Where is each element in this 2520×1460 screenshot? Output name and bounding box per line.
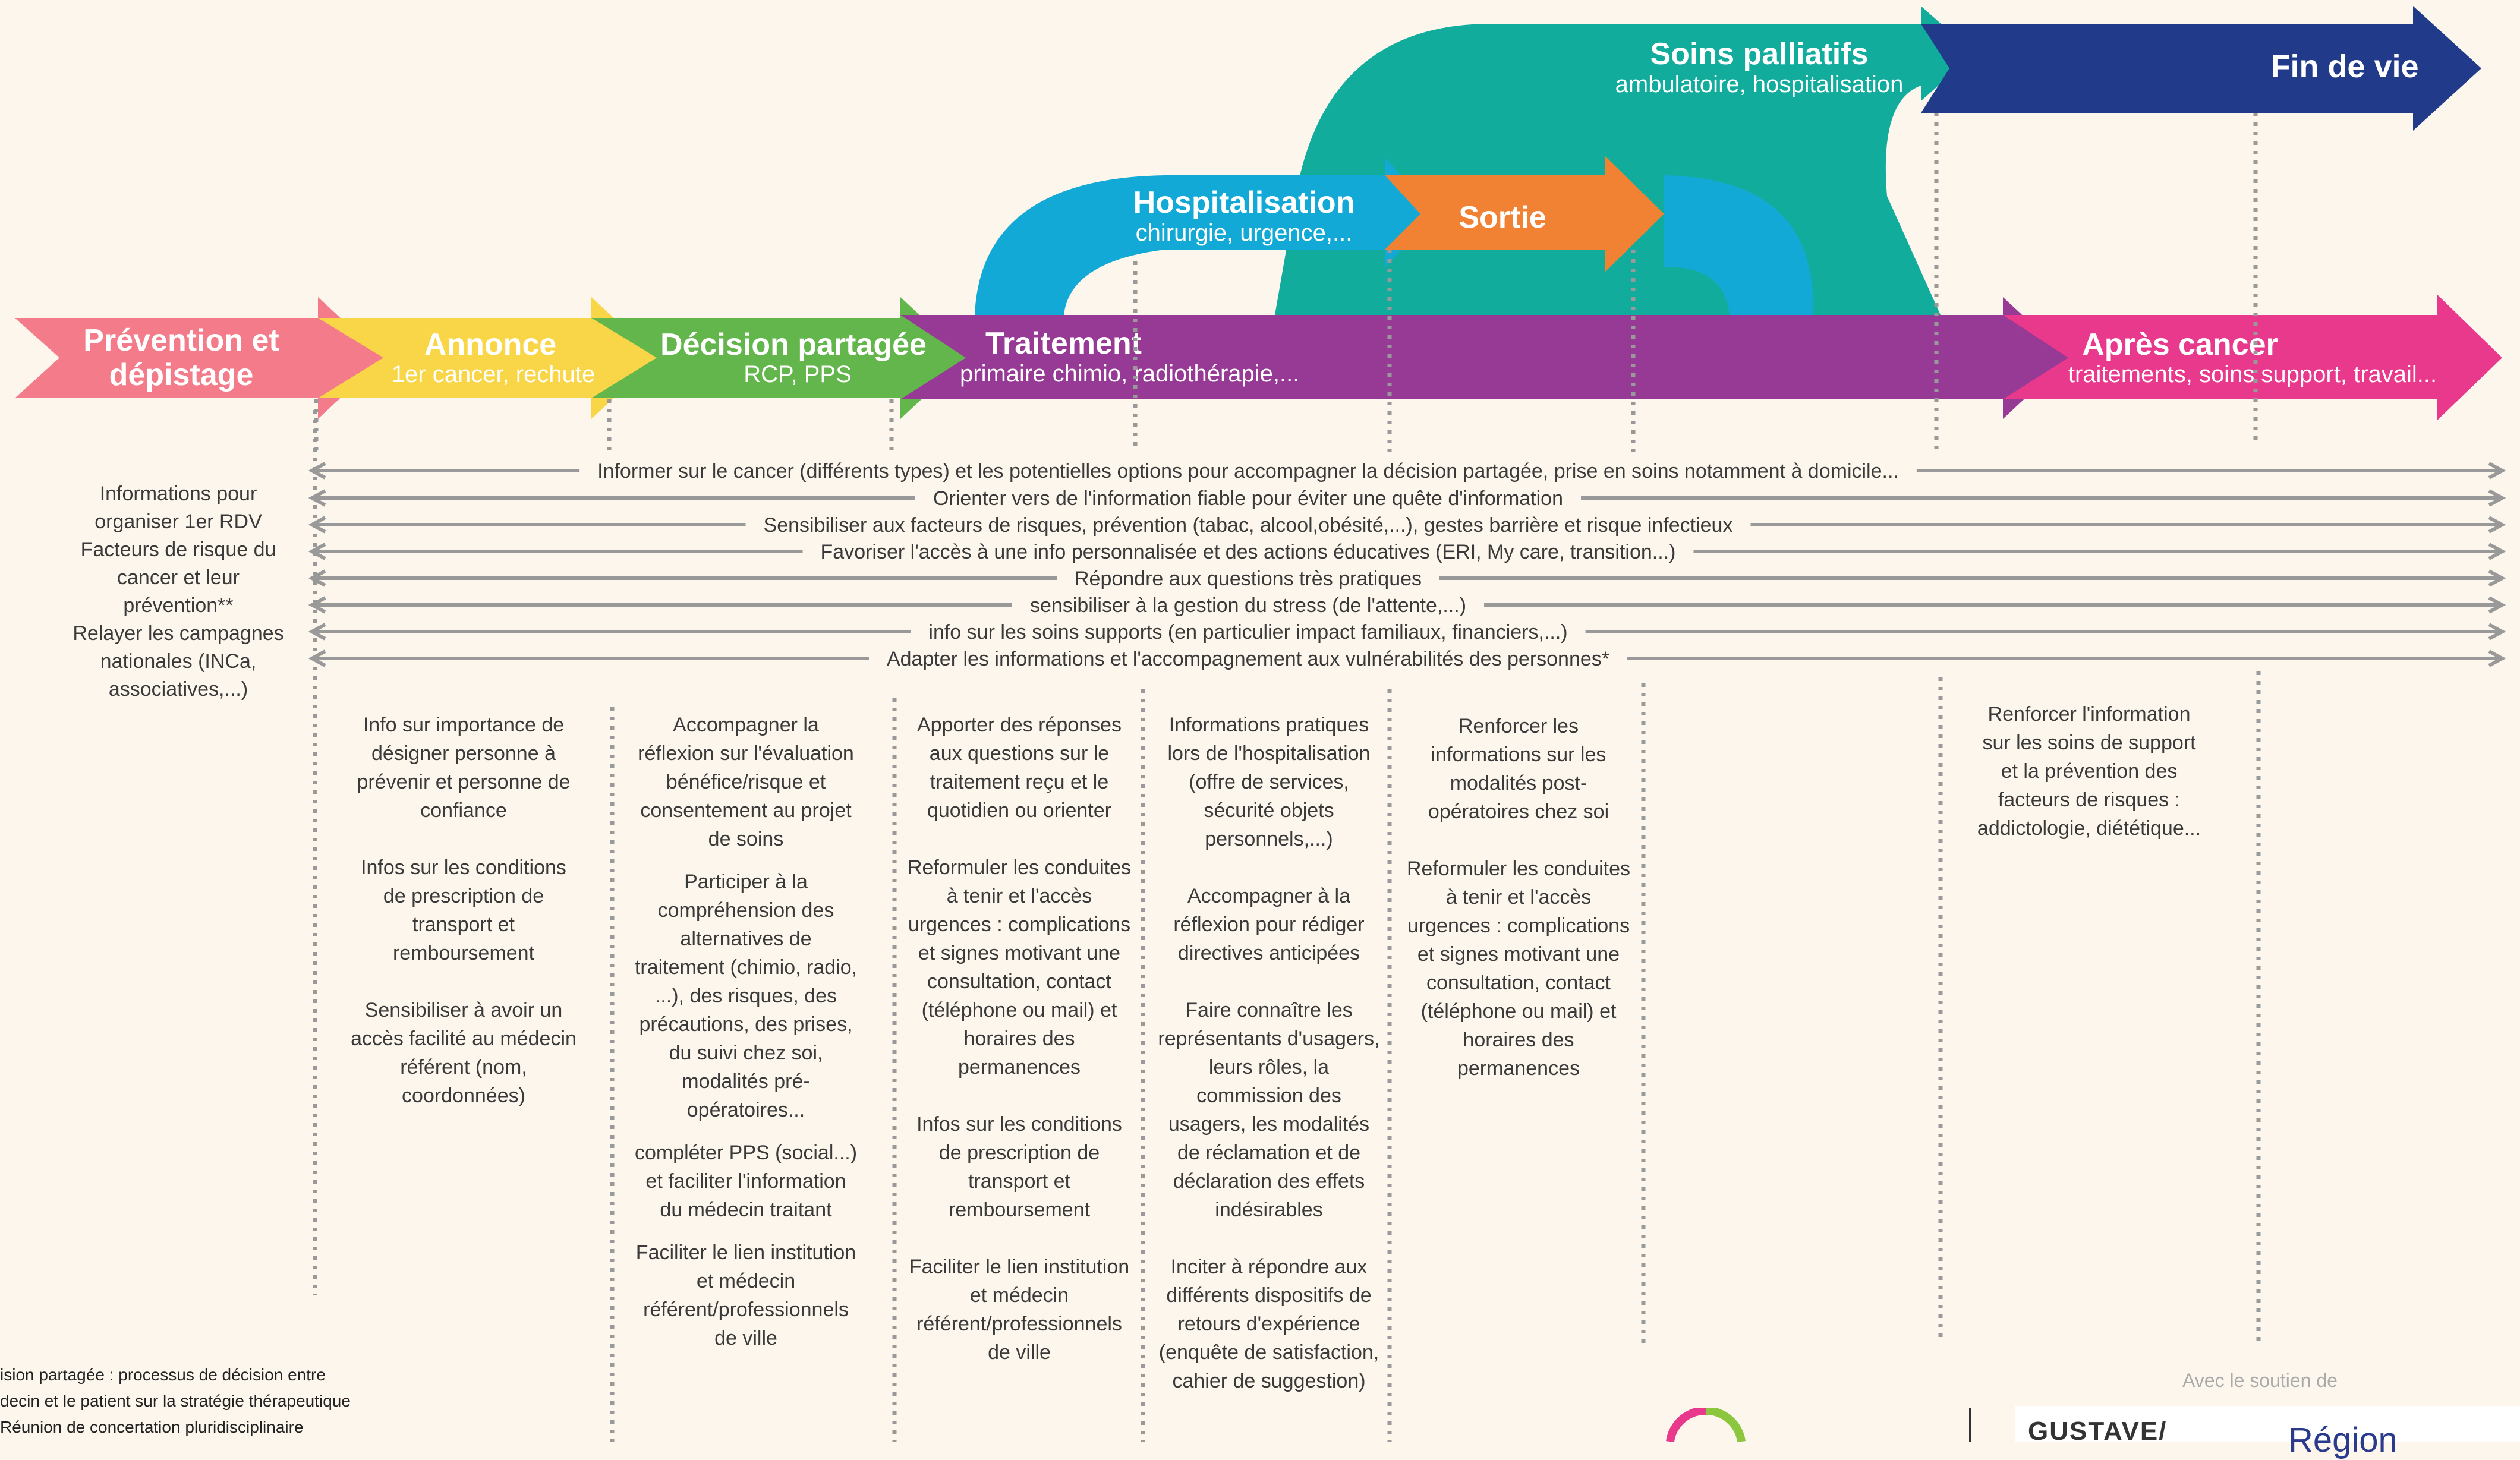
- decision-item: Accompagner la réflexion sur l'évaluatio…: [638, 714, 854, 850]
- arrow-head-right: [2488, 569, 2506, 587]
- footnote: decin et le patient sur la stratégie thé…: [0, 1392, 351, 1410]
- horizontal-arrows: Informer sur le cancer (différents types…: [308, 460, 2506, 670]
- left-line: Relayer les campagnes: [73, 622, 284, 645]
- apres-cancer-arrow: [2003, 294, 2502, 421]
- hospitalisation-title: Hospitalisation: [1133, 185, 1355, 220]
- sortie-return-loop: [1664, 175, 1813, 315]
- arrow-head-right: [2488, 543, 2506, 560]
- decision-arrow: [591, 297, 966, 419]
- prevention-title-1: Prévention et: [83, 323, 279, 358]
- left-line: Informations pour: [99, 483, 257, 505]
- column-apres-cancer: Renforcer l'information sur les soins de…: [1976, 700, 2202, 871]
- left-column-prevention: Informations pour organiser 1er RDV Fact…: [65, 480, 291, 704]
- apres-subtitle: traitements, soins support, travail...: [2068, 361, 2437, 387]
- hospitalisation-item: Accompagner à la réflexion pour rédiger …: [1173, 885, 1365, 964]
- arrow-head-left: [308, 596, 326, 614]
- arrow-head-right: [2488, 516, 2506, 534]
- decision-item: compléter PPS (social...) et faciliter l…: [634, 1141, 858, 1221]
- arrow-label: Informer sur le cancer (différents types…: [597, 460, 1899, 483]
- left-line: organiser 1er RDV: [94, 510, 262, 533]
- apres-title: Après cancer: [2082, 327, 2278, 362]
- lower-separators: [313, 410, 2261, 1442]
- arrow-head-right: [2488, 649, 2506, 667]
- sponsor-logo-area: [2015, 1406, 2520, 1442]
- traitement-subtitle: primaire chimio, radiothérapie,...: [960, 361, 1299, 387]
- column-traitement: Apporter des réponses aux questions sur …: [906, 711, 1132, 1395]
- traitement-item: Reformuler les conduites à tenir et l'ac…: [907, 856, 1132, 1079]
- arrow-head-left: [308, 623, 326, 641]
- annonce-arrow: [318, 297, 657, 419]
- hospitalisation-subtitle: chirurgie, urgence,...: [1136, 220, 1353, 246]
- sortie-item: Reformuler les conduites à tenir et l'ac…: [1406, 857, 1631, 1080]
- arrow-head-left: [308, 543, 326, 560]
- palliatifs-subtitle: ambulatoire, hospitalisation: [1615, 71, 1904, 97]
- fin-de-vie-title: Fin de vie: [2270, 49, 2418, 84]
- footnote: Réunion de concertation pluridisciplinai…: [0, 1418, 304, 1436]
- left-line: prévention**: [123, 594, 234, 617]
- decision-item: Faciliter le lien institution et médecin…: [635, 1241, 856, 1349]
- arrow-head-right: [2488, 596, 2506, 614]
- left-line: associatives,...): [108, 678, 248, 701]
- arrow-head-left: [308, 649, 326, 667]
- traitement-item: Faciliter le lien institution et médecin…: [909, 1256, 1130, 1364]
- annonce-item: Sensibiliser à avoir un accès facilité a…: [351, 999, 577, 1107]
- hospitalisation-item: Inciter à répondre aux différents dispos…: [1158, 1256, 1379, 1392]
- arrow-label: Répondre aux questions très pratiques: [1075, 567, 1422, 590]
- arrow-label: Orienter vers de l'information fiable po…: [933, 487, 1563, 510]
- traitement-arrow: [900, 297, 2068, 419]
- upper-separators: [314, 113, 2258, 452]
- gustave-logo: GUSTAVE/: [2028, 1417, 2168, 1446]
- annonce-subtitle: 1er cancer, rechute: [392, 361, 595, 387]
- support-label: Avec le soutien de: [2182, 1370, 2338, 1391]
- palliatifs-arch: [1275, 6, 1974, 315]
- footnotes: ision partagée : processus de décision e…: [0, 1362, 351, 1440]
- traitement-item: Apporter des réponses aux questions sur …: [917, 714, 1122, 822]
- sortie-arrow: [1385, 156, 1664, 272]
- arrow-head-right: [2488, 489, 2506, 507]
- arrow-label: sensibiliser à la gestion du stress (de …: [1030, 594, 1466, 617]
- fin-de-vie-arrow: [1921, 6, 2481, 131]
- region-logo: Région: [2288, 1421, 2398, 1459]
- apres-item: Renforcer l'information sur les soins de…: [1977, 703, 2201, 840]
- arrow-head-left: [308, 489, 326, 507]
- traitement-item: Infos sur les conditions de prescription…: [916, 1113, 1122, 1221]
- annonce-item: Infos sur les conditions de prescription…: [361, 856, 566, 964]
- palliatifs-title: Soins palliatifs: [1650, 37, 1869, 71]
- column-decision: Accompagner la réflexion sur l'évaluatio…: [633, 711, 859, 1381]
- arrow-head-right: [2488, 462, 2506, 480]
- traitement-title: Traitement: [985, 326, 1142, 361]
- arrow-label: Favoriser l'accès à une info personnalis…: [821, 541, 1676, 563]
- left-line: nationales (INCa,: [100, 650, 257, 673]
- hospitalisation-arch: [975, 157, 1435, 315]
- column-annonce: Info sur importance de désigner personne…: [351, 711, 577, 1139]
- arrow-label: Adapter les informations et l'accompagne…: [887, 648, 1609, 670]
- left-line: cancer et leur: [117, 566, 240, 589]
- decision-subtitle: RCP, PPS: [744, 361, 852, 387]
- arrow-head-left: [308, 516, 326, 534]
- left-line: Facteurs de risque du: [80, 538, 276, 561]
- decision-item: Participer à la compréhension des altern…: [634, 871, 858, 1121]
- decision-title: Décision partagée: [660, 327, 927, 362]
- hospitalisation-item: Faire connaître les représentants d'usag…: [1158, 999, 1380, 1221]
- arrow-label: Sensibiliser aux facteurs de risques, pr…: [764, 514, 1733, 537]
- hospitalisation-item: Informations pratiques lors de l'hospita…: [1167, 714, 1371, 850]
- footnote: ision partagée : processus de décision e…: [0, 1366, 326, 1384]
- prevention-arrow: [15, 297, 383, 419]
- column-sortie: Renforcer les informations sur les modal…: [1406, 712, 1631, 1111]
- arrow-label: info sur les soins supports (en particul…: [928, 621, 1567, 644]
- annonce-title: Annonce: [424, 327, 556, 362]
- prevention-title-2: dépistage: [109, 358, 254, 392]
- annonce-item: Info sur importance de désigner personne…: [357, 714, 571, 822]
- partner-logo-ring: [1666, 1408, 1746, 1442]
- sortie-title: Sortie: [1459, 200, 1546, 235]
- column-hospitalisation: Informations pratiques lors de l'hospita…: [1156, 711, 1382, 1424]
- sortie-item: Renforcer les informations sur les modal…: [1428, 715, 1609, 823]
- arrow-head-left: [308, 462, 326, 480]
- logo-divider: [1969, 1408, 1971, 1442]
- arrow-head-right: [2488, 623, 2506, 641]
- arrow-head-left: [308, 569, 326, 587]
